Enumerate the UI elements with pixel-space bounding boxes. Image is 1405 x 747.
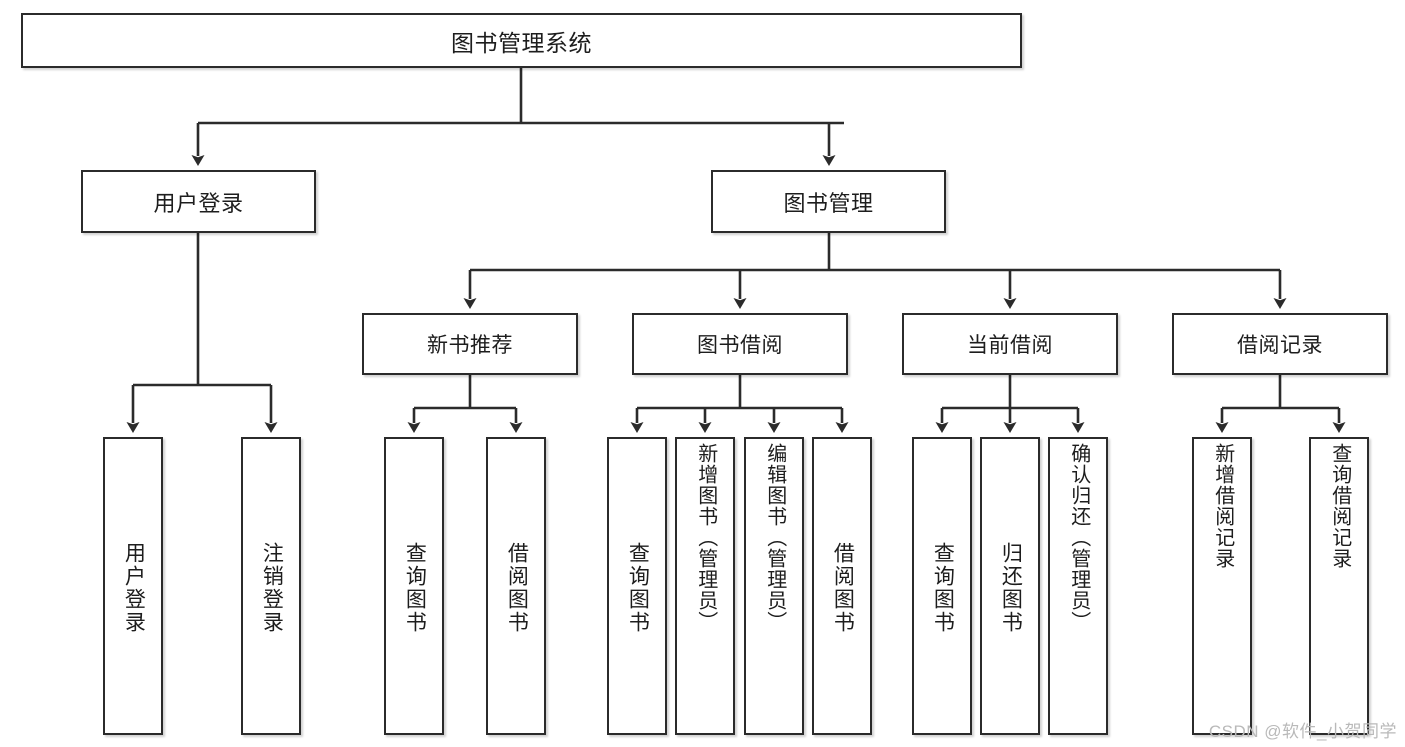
leaf-bookborrow-borrow-book[interactable]: 借阅图书 bbox=[812, 437, 872, 735]
leaf-user-login-logout[interactable]: 注销登录 bbox=[241, 437, 301, 735]
leaf-bookborrow-edit-book-admin-label: 编辑图书（管理员） bbox=[763, 443, 786, 632]
edge-group-root-to-level2 bbox=[191, 68, 844, 166]
leaf-currentborrow-return-book-label: 归还图书 bbox=[999, 542, 1023, 634]
leaf-user-login-login-label: 用户登录 bbox=[122, 542, 146, 634]
node-book-management-label: 图书管理 bbox=[783, 190, 874, 216]
edge-group-userlogin-to-leaves bbox=[126, 233, 278, 433]
node-current-borrow-label: 当前借阅 bbox=[967, 334, 1053, 357]
node-root-label: 图书管理系统 bbox=[451, 29, 592, 56]
leaf-user-login-login[interactable]: 用户登录 bbox=[103, 437, 163, 735]
leaf-records-add-borrow-record-label: 新增借阅记录 bbox=[1211, 443, 1234, 569]
leaf-records-query-borrow-record[interactable]: 查询借阅记录 bbox=[1309, 437, 1369, 735]
leaf-records-query-borrow-record-label: 查询借阅记录 bbox=[1328, 443, 1351, 569]
node-user-login-label: 用户登录 bbox=[153, 190, 244, 216]
leaf-currentborrow-confirm-return-admin[interactable]: 确认归还（管理员） bbox=[1048, 437, 1108, 735]
node-book-management[interactable]: 图书管理 bbox=[711, 170, 946, 233]
leaf-newbook-query-book[interactable]: 查询图书 bbox=[384, 437, 444, 735]
node-user-login[interactable]: 用户登录 bbox=[81, 170, 316, 233]
leaf-currentborrow-query-book-label: 查询图书 bbox=[931, 542, 955, 634]
leaf-records-add-borrow-record[interactable]: 新增借阅记录 bbox=[1192, 437, 1252, 735]
leaf-user-login-logout-label: 注销登录 bbox=[260, 542, 284, 634]
leaf-currentborrow-return-book[interactable]: 归还图书 bbox=[980, 437, 1040, 735]
edge-group-borrowrecords-to-leaves bbox=[1215, 375, 1346, 433]
edge-group-bookborrow-to-leaves bbox=[630, 375, 849, 433]
edge-group-currentborrow-to-leaves bbox=[935, 375, 1085, 433]
leaf-newbook-query-book-label: 查询图书 bbox=[403, 542, 427, 634]
node-book-borrow[interactable]: 图书借阅 bbox=[632, 313, 848, 375]
leaf-bookborrow-query-book[interactable]: 查询图书 bbox=[607, 437, 667, 735]
node-book-borrow-label: 图书借阅 bbox=[697, 334, 783, 357]
leaf-bookborrow-edit-book-admin[interactable]: 编辑图书（管理员） bbox=[744, 437, 804, 735]
leaf-currentborrow-query-book[interactable]: 查询图书 bbox=[912, 437, 972, 735]
csdn-watermark: CSDN @软件_小贺同学 bbox=[1208, 722, 1397, 741]
node-root-book-management-system[interactable]: 图书管理系统 bbox=[21, 13, 1022, 68]
node-borrow-records[interactable]: 借阅记录 bbox=[1172, 313, 1388, 375]
node-current-borrow[interactable]: 当前借阅 bbox=[902, 313, 1118, 375]
leaf-currentborrow-confirm-return-admin-label: 确认归还（管理员） bbox=[1067, 443, 1090, 632]
leaf-bookborrow-query-book-label: 查询图书 bbox=[626, 542, 650, 634]
edge-group-booksys-to-level3 bbox=[463, 233, 1287, 309]
edge-group-newbook-to-leaves bbox=[407, 375, 523, 433]
node-new-book-recommend-label: 新书推荐 bbox=[427, 334, 513, 357]
node-new-book-recommend[interactable]: 新书推荐 bbox=[362, 313, 578, 375]
leaf-bookborrow-add-book-admin[interactable]: 新增图书（管理员） bbox=[675, 437, 735, 735]
leaf-bookborrow-borrow-book-label: 借阅图书 bbox=[831, 542, 855, 634]
leaf-newbook-borrow-book[interactable]: 借阅图书 bbox=[486, 437, 546, 735]
leaf-bookborrow-add-book-admin-label: 新增图书（管理员） bbox=[694, 443, 717, 632]
node-borrow-records-label: 借阅记录 bbox=[1237, 334, 1323, 357]
leaf-newbook-borrow-book-label: 借阅图书 bbox=[505, 542, 529, 634]
